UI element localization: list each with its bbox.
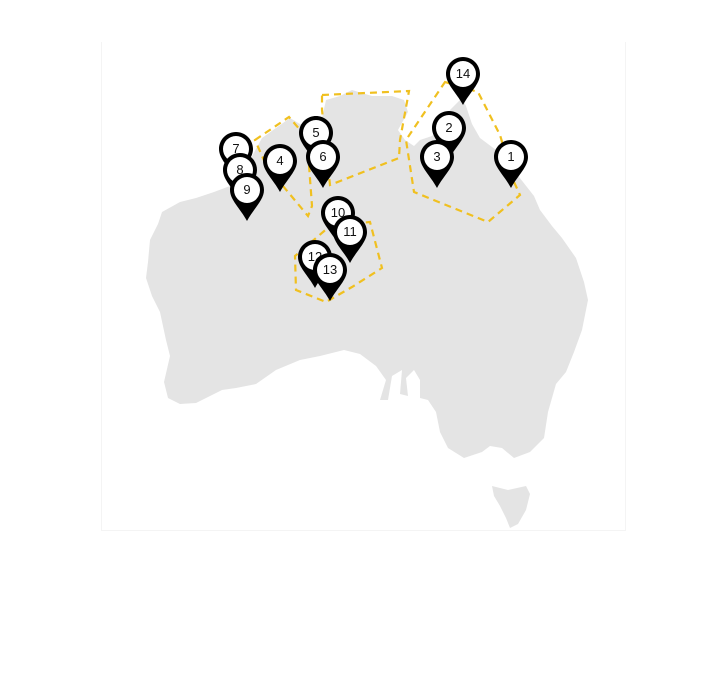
tasmania	[492, 486, 530, 528]
map-pin-4[interactable]: 4	[262, 143, 298, 193]
map-pin-6[interactable]: 6	[305, 139, 341, 189]
map-pin-1[interactable]: 1	[493, 139, 529, 189]
map-marker-icon	[446, 57, 480, 105]
pin-label: 6	[319, 149, 327, 164]
map-marker-icon	[420, 140, 454, 188]
pin-label: 10	[330, 205, 346, 220]
boundary-central	[293, 220, 384, 304]
pin-label: 2	[445, 120, 453, 135]
map-pin-13[interactable]: 13	[312, 252, 348, 302]
pin-label: 1	[507, 149, 515, 164]
map-pin-2[interactable]: 2	[431, 110, 467, 160]
map-marker-icon	[306, 140, 340, 188]
map-pin-11[interactable]: 11	[332, 214, 368, 264]
map-marker-icon	[432, 111, 466, 159]
map-pin-5[interactable]: 5	[298, 115, 334, 165]
map-frame	[101, 42, 626, 531]
pin-label: 3	[433, 149, 441, 164]
pin-label: 8	[236, 162, 244, 177]
pin-label: 9	[243, 182, 251, 197]
pin-label: 11	[343, 224, 357, 239]
map-marker-icon	[230, 173, 264, 221]
pin-label: 5	[312, 125, 320, 140]
map-marker-icon	[494, 140, 528, 188]
pin-label: 13	[322, 262, 338, 277]
map-marker-icon	[263, 144, 297, 192]
pin-label: 7	[232, 141, 240, 156]
map-marker-icon	[313, 253, 347, 301]
pin-label: 14	[455, 66, 471, 81]
map-marker-icon	[299, 116, 333, 164]
boundary-cape-york	[404, 80, 522, 224]
map-marker-icon	[333, 215, 367, 263]
pin-label: 4	[276, 153, 284, 168]
map-pin-14[interactable]: 14	[445, 56, 481, 106]
boundary-top-end	[320, 89, 411, 187]
map-pin-9[interactable]: 9	[229, 172, 265, 222]
map-pin-3[interactable]: 3	[419, 139, 455, 189]
